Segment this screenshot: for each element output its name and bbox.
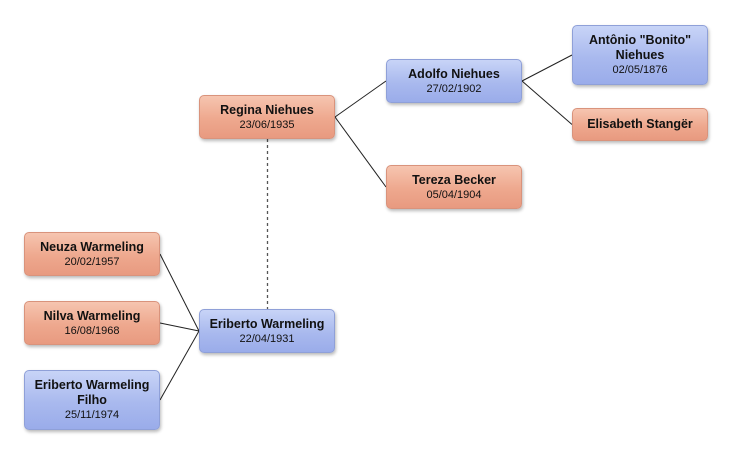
person-birth-date: 20/02/1957 [64, 255, 120, 268]
person-eriberto-warmeling-filho[interactable]: Eriberto Warmeling Filho 25/11/1974 [24, 370, 160, 430]
person-adolfo-niehues[interactable]: Adolfo Niehues 27/02/1902 [386, 59, 522, 103]
person-antonio-niehues[interactable]: Antônio "Bonito" Niehues 02/05/1876 [572, 25, 708, 85]
person-birth-date: 27/02/1902 [426, 82, 482, 95]
person-regina-niehues[interactable]: Regina Niehues 23/06/1935 [199, 95, 335, 139]
parent-link [334, 116, 387, 188]
person-name: Tereza Becker [412, 172, 496, 187]
person-name: Antônio "Bonito" Niehues [588, 33, 692, 62]
person-birth-date: 05/04/1904 [426, 188, 482, 201]
person-birth-date: 02/05/1876 [612, 64, 668, 76]
parent-link [521, 80, 573, 125]
person-name: Elisabeth Stangër [587, 117, 693, 131]
person-nilva-warmeling[interactable]: Nilva Warmeling 16/08/1968 [24, 301, 160, 345]
parent-link [159, 322, 200, 332]
person-name: Nilva Warmeling [43, 308, 141, 323]
person-birth-date: 25/11/1974 [64, 409, 120, 421]
person-name: Regina Niehues [220, 102, 314, 117]
person-birth-date: 16/08/1968 [64, 324, 120, 337]
parent-link [334, 80, 387, 118]
person-name: Eriberto Warmeling [209, 316, 325, 331]
person-name: Neuza Warmeling [40, 239, 144, 254]
person-birth-date: 23/06/1935 [239, 118, 295, 131]
person-neuza-warmeling[interactable]: Neuza Warmeling 20/02/1957 [24, 232, 160, 276]
person-elisabeth-stanger[interactable]: Elisabeth Stangër [572, 108, 708, 141]
parent-link [159, 253, 200, 332]
person-eriberto-warmeling[interactable]: Eriberto Warmeling 22/04/1931 [199, 309, 335, 353]
person-name: Eriberto Warmeling Filho [34, 378, 150, 407]
person-name: Adolfo Niehues [408, 66, 500, 81]
parent-link [521, 54, 573, 82]
parent-link [159, 330, 200, 401]
person-tereza-becker[interactable]: Tereza Becker 05/04/1904 [386, 165, 522, 209]
person-birth-date: 22/04/1931 [239, 332, 295, 345]
